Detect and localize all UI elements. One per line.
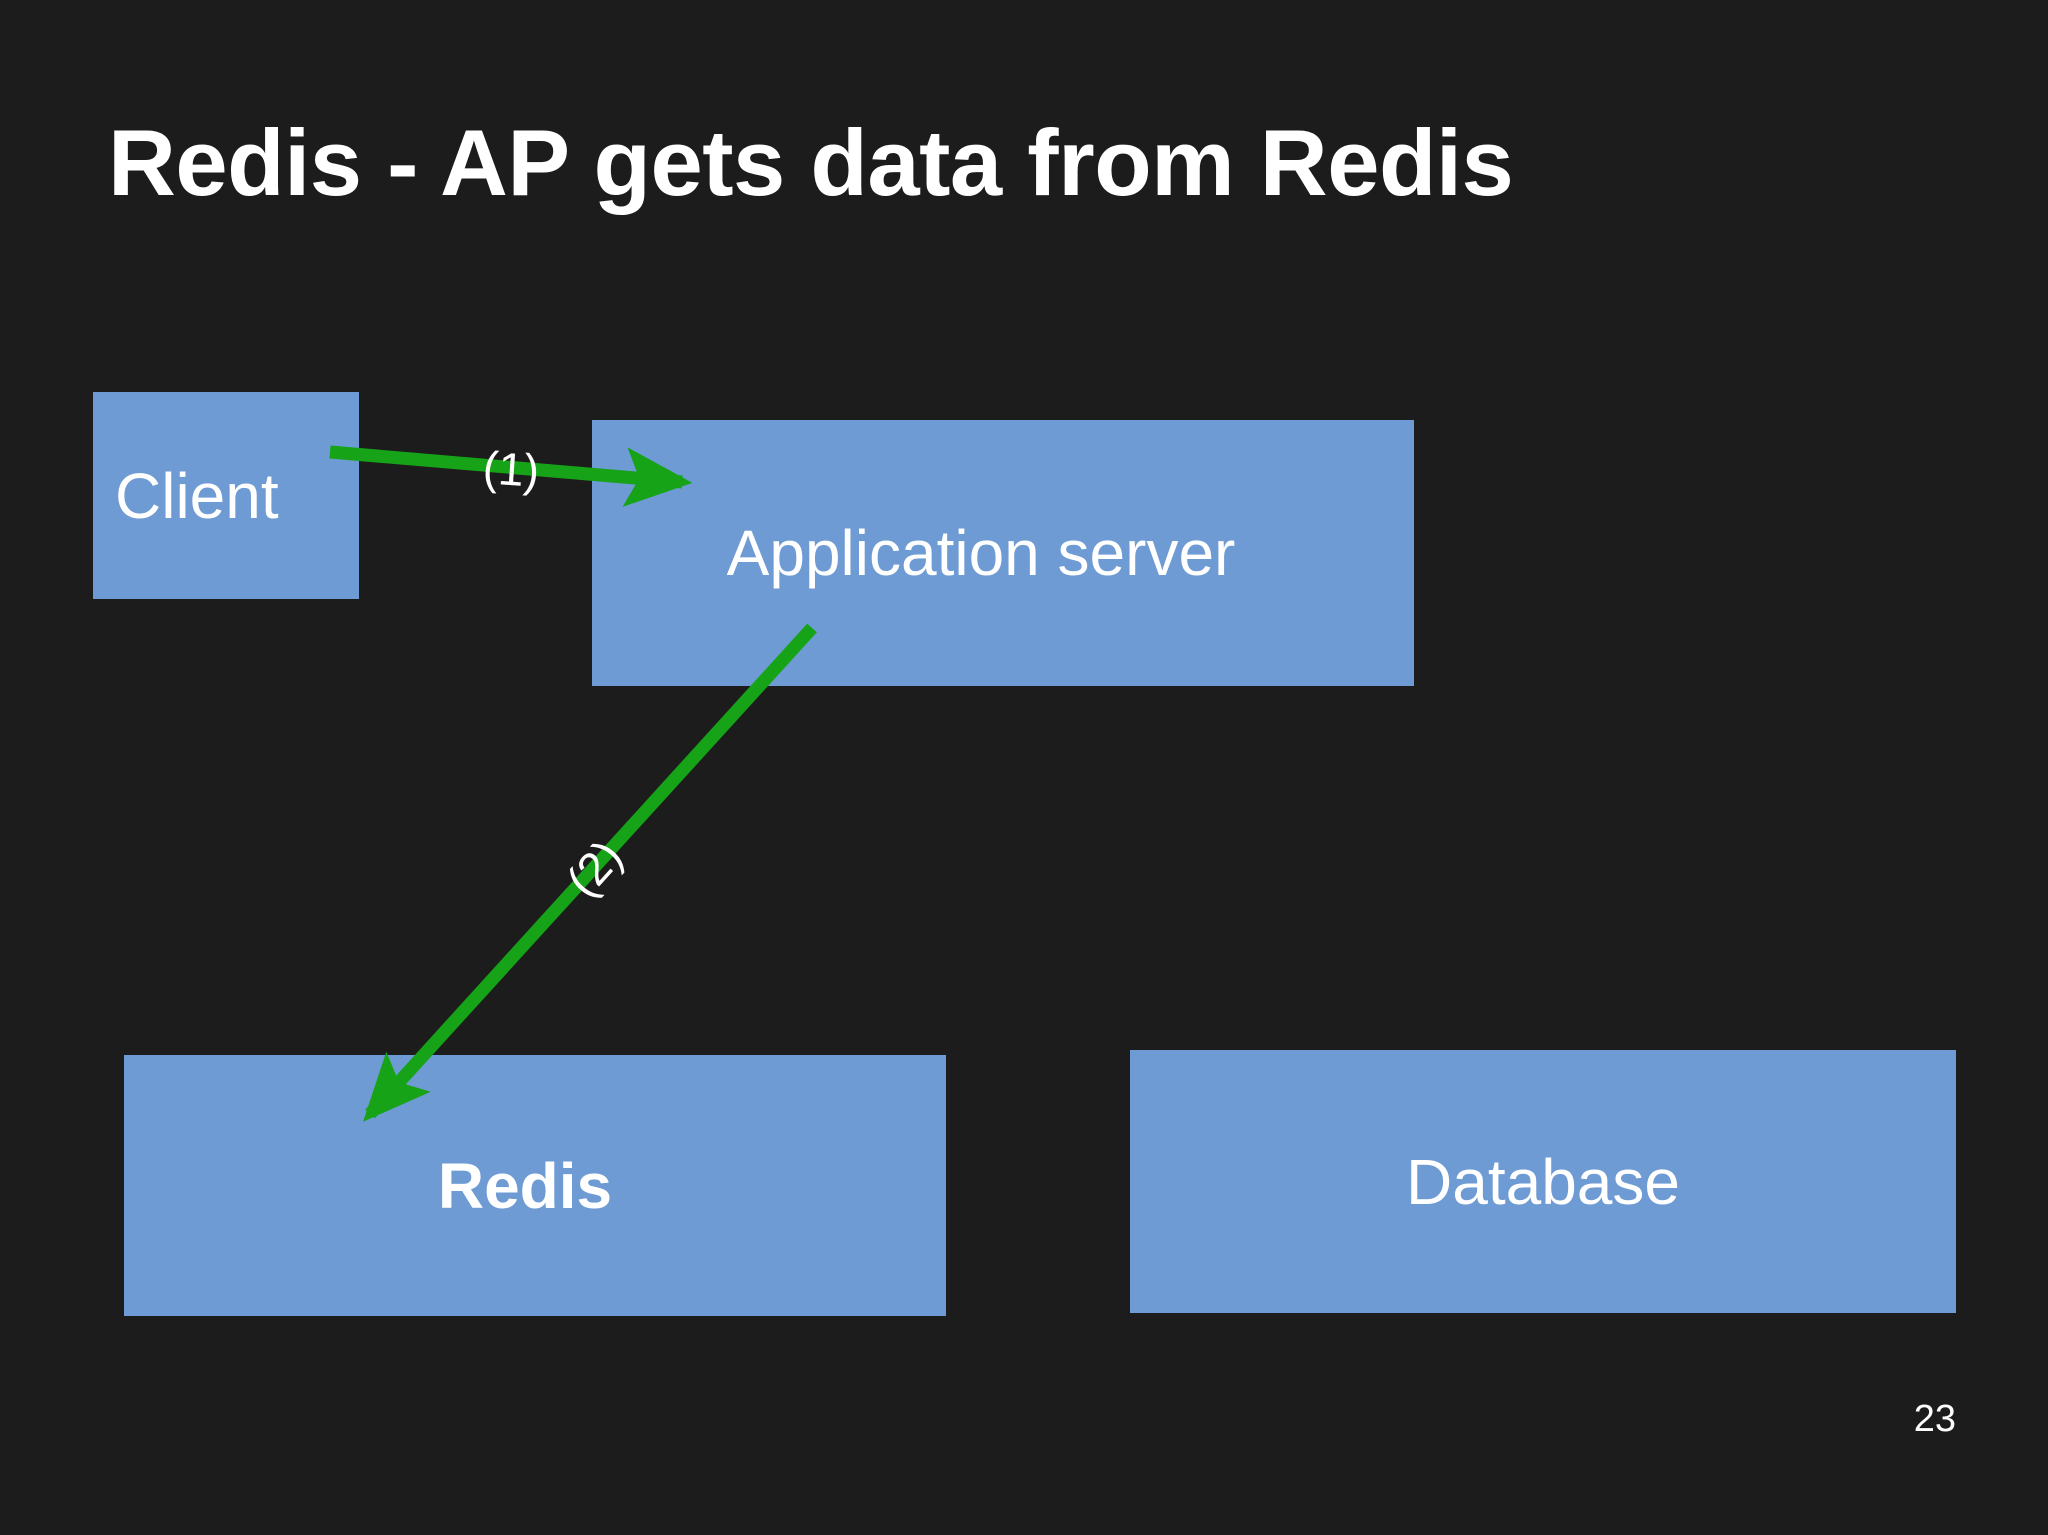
node-database[interactable]: Database bbox=[1130, 1050, 1956, 1313]
node-application-server[interactable]: Application server bbox=[592, 420, 1414, 686]
node-redis[interactable]: Redis bbox=[124, 1055, 946, 1316]
node-client-label: Client bbox=[115, 459, 279, 532]
node-redis-label: Redis bbox=[437, 1149, 613, 1222]
node-client[interactable]: Client bbox=[93, 392, 359, 599]
node-application-server-label: Application server bbox=[726, 517, 1236, 589]
arrow-step-label-1: (1) bbox=[481, 441, 541, 497]
arrow-step-label-2: (2) bbox=[555, 829, 633, 907]
node-database-label: Database bbox=[1406, 1145, 1680, 1218]
page-title: Redis - AP gets data from Redis bbox=[108, 110, 1514, 215]
page-number: 23 bbox=[1913, 1398, 1956, 1440]
